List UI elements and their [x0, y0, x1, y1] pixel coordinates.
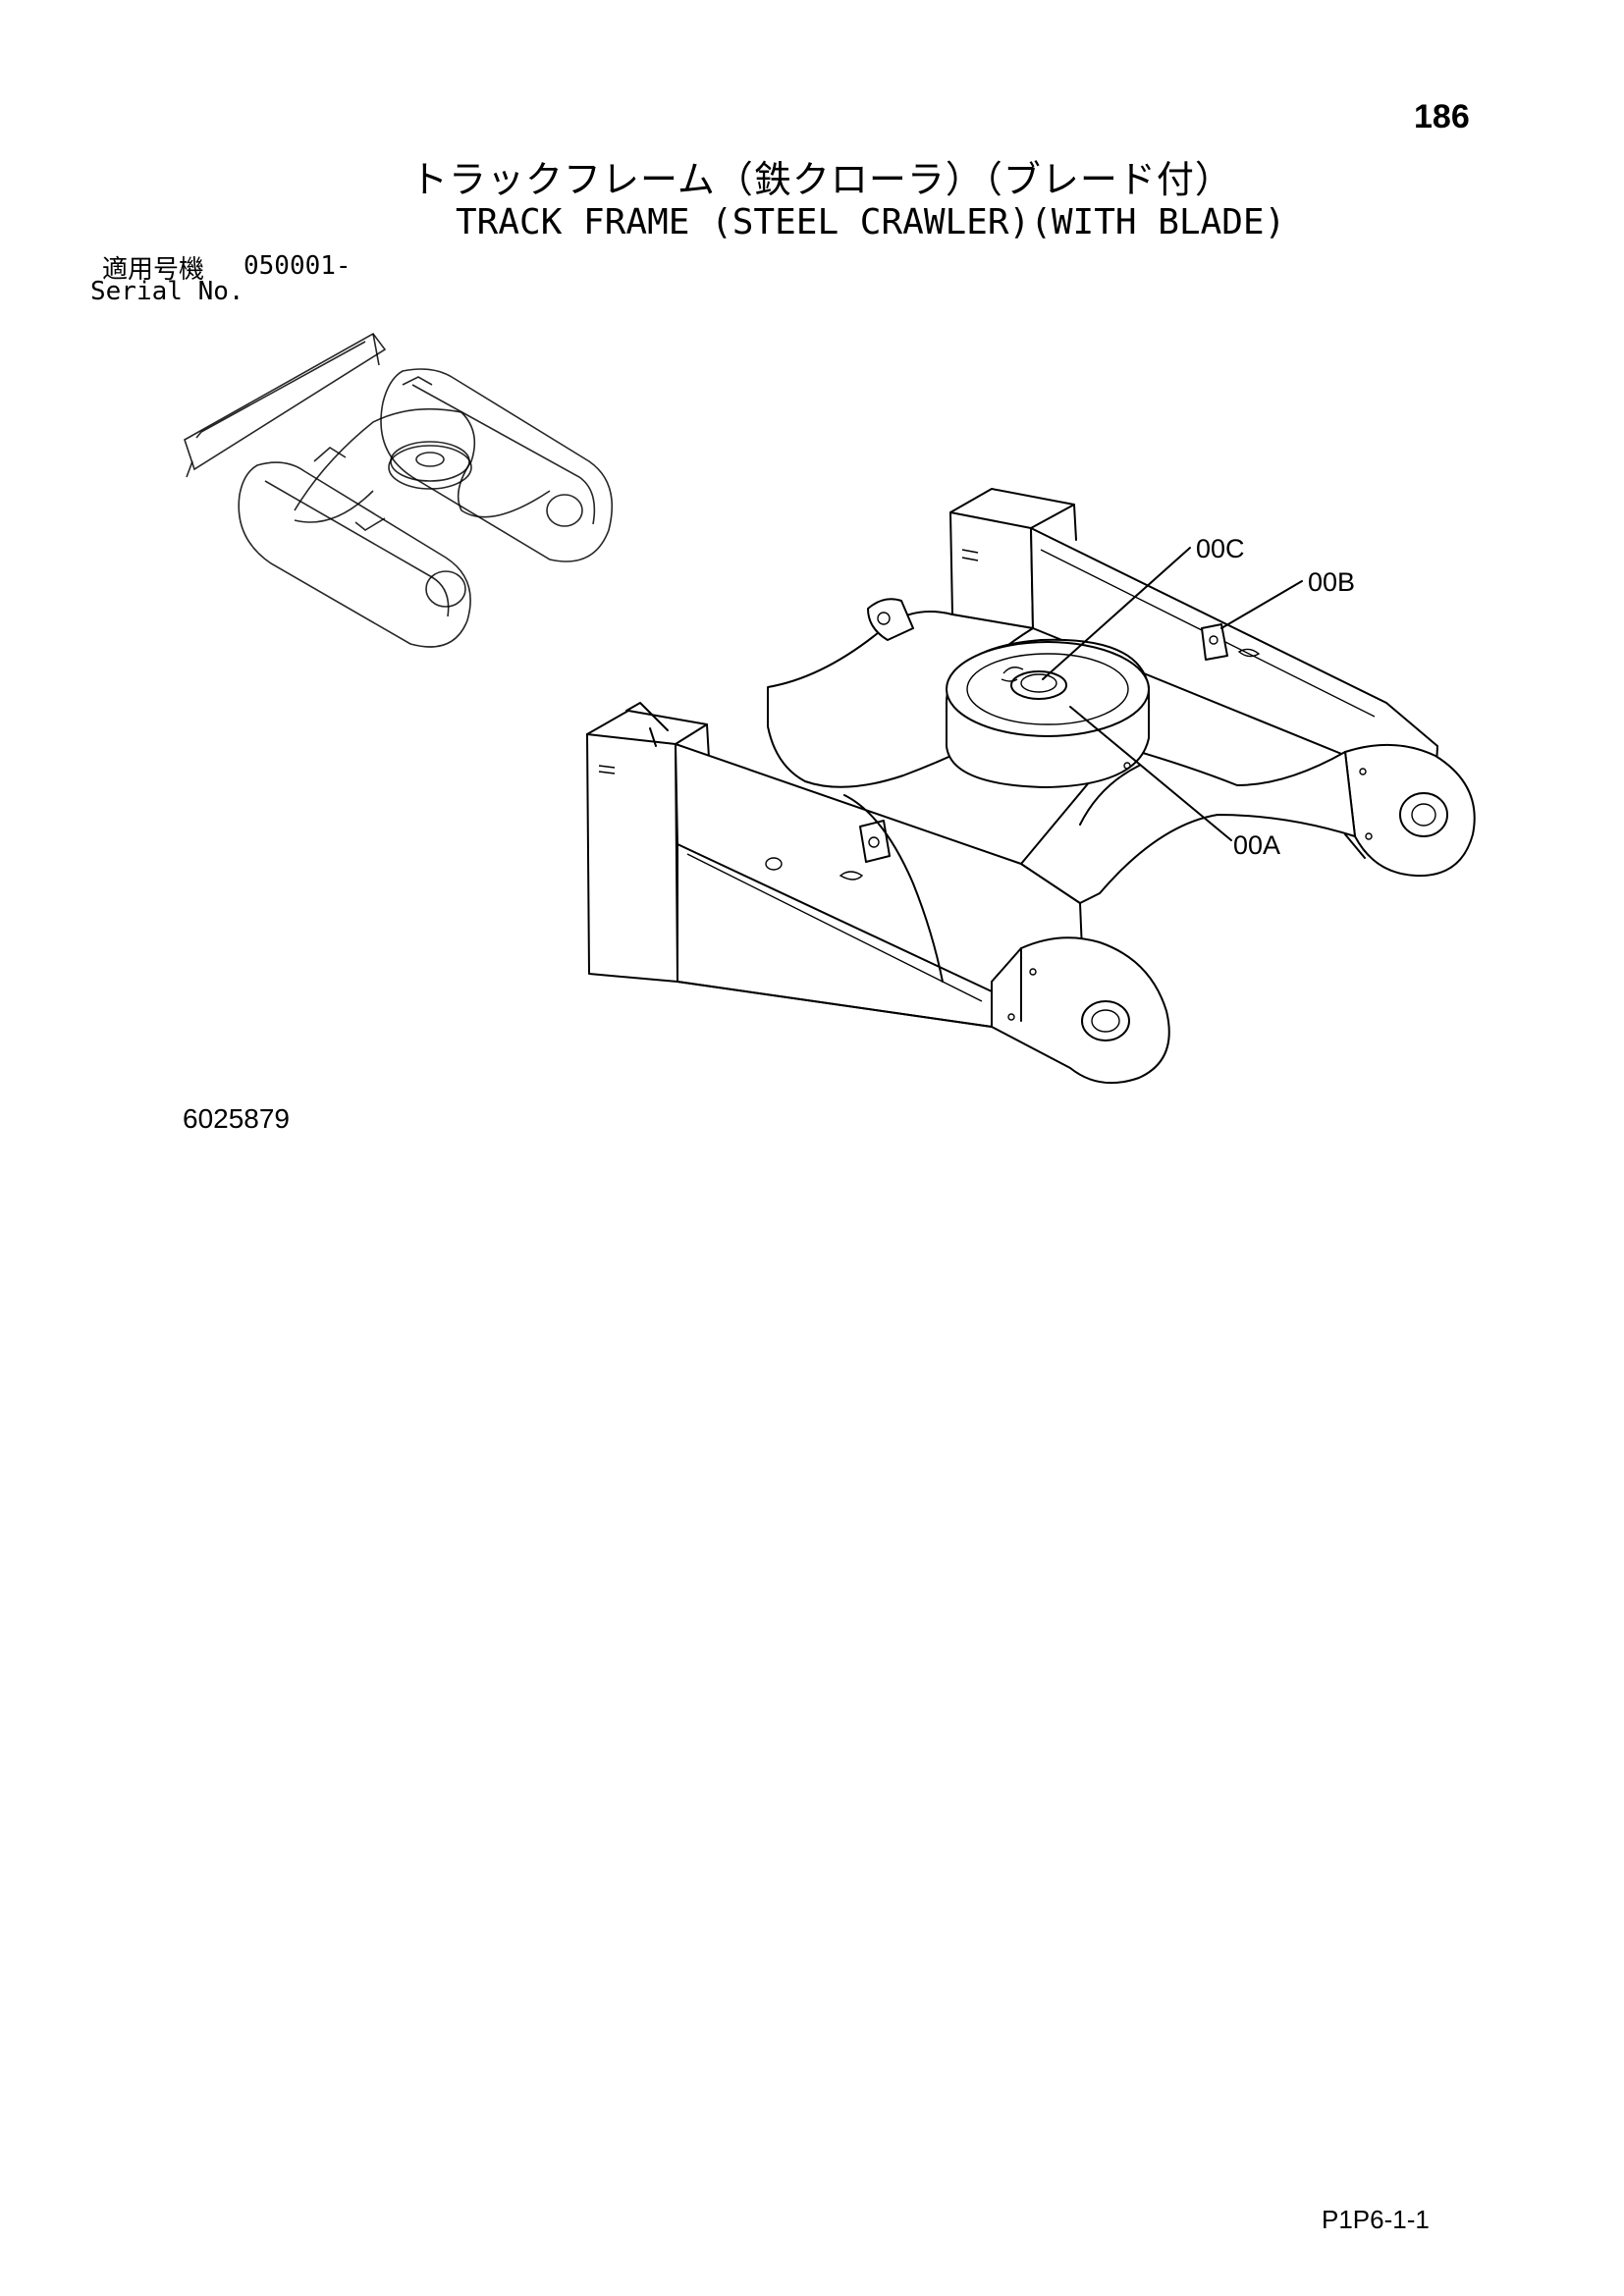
page-number: 186 [1414, 98, 1470, 135]
page-title-japanese: トラックフレーム（鉄クローラ）（ブレード付） [410, 158, 1233, 201]
callout-00c: 00C [1196, 534, 1245, 563]
callout-00a: 00A [1233, 830, 1281, 860]
leader-line-00b [1220, 580, 1303, 629]
serial-label-english: Serial No. [90, 277, 244, 306]
callout-00b: 00B [1308, 567, 1356, 597]
leader-line-00a [1069, 706, 1232, 841]
leader-line-00c [1042, 547, 1191, 680]
serial-number-value: 050001- [244, 251, 352, 281]
serial-label-japanese: 適用号機 [102, 255, 205, 285]
overview-drawing [184, 332, 614, 648]
drawing-number: 6025879 [183, 1103, 291, 1134]
track-frame-main-drawing [586, 488, 1476, 1085]
page-title-english: TRACK FRAME (STEEL CRAWLER)(WITH BLADE) [456, 202, 1286, 242]
page-code: P1P6-1-1 [1322, 2205, 1430, 2234]
